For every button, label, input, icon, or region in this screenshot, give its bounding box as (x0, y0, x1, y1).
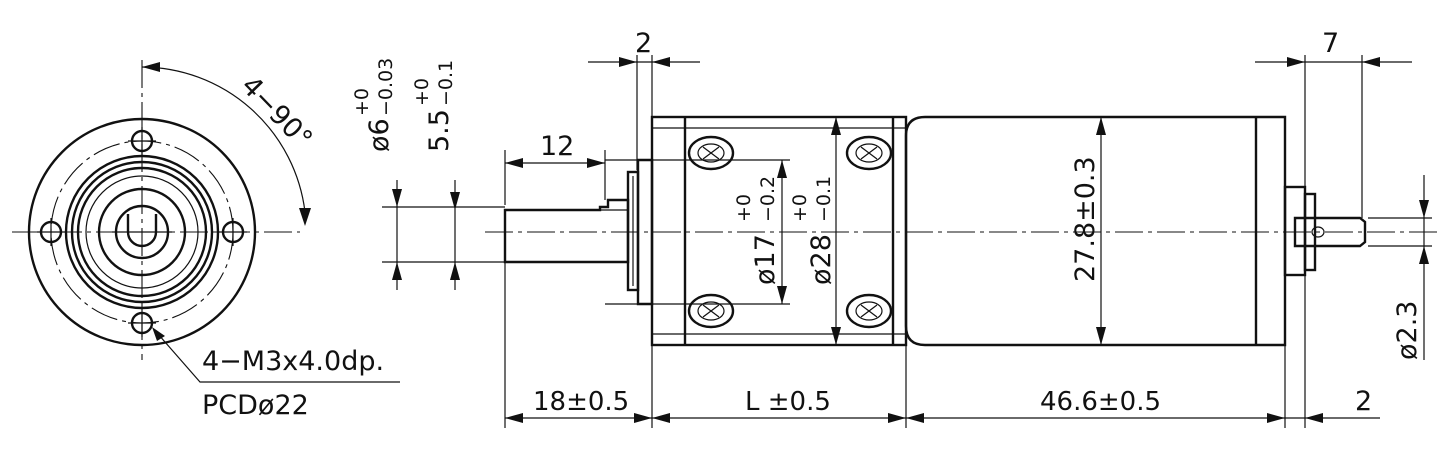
gearbox-tol-lower: −0.1 (813, 176, 835, 222)
shaft-collar-circle (97, 187, 187, 277)
flange-outer-circle (27, 117, 257, 347)
pilot-outer-circle (64, 154, 220, 310)
shaft-dia-tol-upper: +0 (351, 88, 373, 116)
shaft-flat-outline (126, 214, 158, 248)
angle-arc (141, 66, 306, 213)
rear-bushing (1303, 192, 1317, 272)
angle-arrow-start (142, 62, 160, 72)
pilot-dia-label: ø17 (750, 234, 781, 285)
gearbox-tol-upper: +0 (789, 194, 811, 222)
flat-length-label: 12 (540, 131, 574, 162)
gearbox-dia-label: ø28 (806, 234, 837, 285)
pilot-ring-3 (85, 175, 199, 289)
output-shaft (503, 198, 630, 264)
shaft-dia-label: ø6 (364, 118, 395, 152)
motor-length-label: 46.6±0.5 (1040, 387, 1161, 417)
flat-tol-lower: −0.1 (435, 60, 457, 106)
thread-leader-arrow (152, 327, 165, 341)
rear-shaft-length-label: 7 (1322, 28, 1339, 59)
screw-bottom-left (687, 293, 735, 329)
screw-top-left (687, 135, 735, 171)
gearbox-length-label: L ±0.5 (745, 387, 831, 417)
flat-tol-upper: +0 (411, 78, 433, 106)
pilot-tol-upper: +0 (733, 194, 755, 222)
motor-body (904, 115, 1287, 347)
flat-label: 5.5 (424, 109, 455, 152)
thread-spec: 4−M3x4.0dp. (202, 346, 384, 377)
screw-bottom-right (845, 293, 893, 329)
shaft-length-label: 18±0.5 (533, 387, 629, 417)
rear-shaft (1293, 216, 1367, 248)
angle-arrow-end (299, 208, 311, 226)
angle-label: 4−90° (235, 70, 318, 155)
rear-shaft-dia-label: ø2.3 (1392, 301, 1423, 360)
rear-boss-length-label: 2 (1355, 386, 1372, 417)
flange-thickness-label: 2 (635, 28, 652, 59)
pcd-spec: PCDø22 (202, 390, 309, 421)
shaft-dia-tol-lower: −0.03 (375, 58, 397, 116)
pilot-tol-lower: −0.2 (757, 176, 779, 222)
side-view: ø6 +0 −0.03 5.5 +0 −0.1 12 2 ø17 +0 −0.2 (351, 28, 1440, 428)
screw-top-right (845, 135, 893, 171)
pilot-ring-2 (76, 166, 208, 298)
motor-dia-label: 27.8±0.3 (1070, 156, 1101, 282)
thread-leader (157, 333, 400, 383)
pilot-ring-1 (70, 160, 214, 304)
front-view: 4−90° 4−M3x4.0dp. PCDø22 (12, 60, 400, 421)
